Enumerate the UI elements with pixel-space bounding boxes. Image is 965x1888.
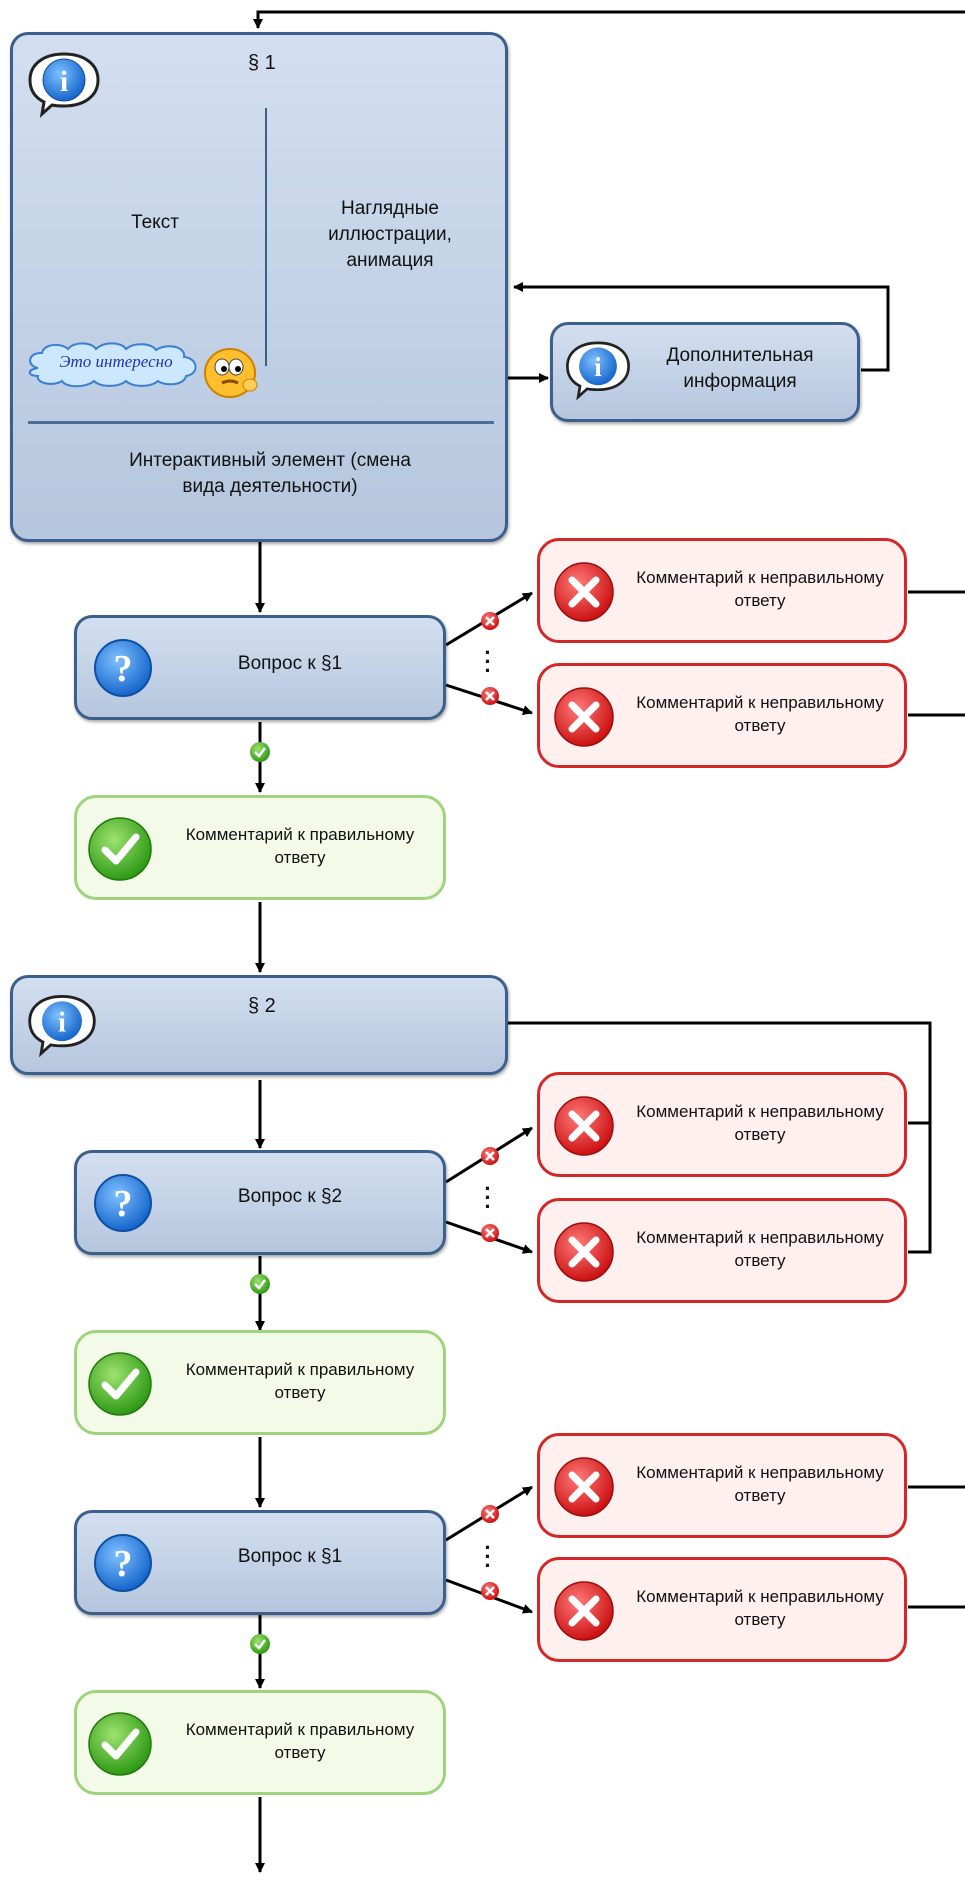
ellipsis-dots: ··· — [484, 640, 492, 683]
correct-mark-icon — [250, 742, 270, 762]
wrong-comment-label: Комментарий к неправильному ответу — [636, 568, 884, 610]
wrong-comment-label: Комментарий к неправильному ответу — [636, 693, 884, 735]
checkmark-icon — [88, 1712, 152, 1776]
wrong-comment-label: Комментарий к неправильному ответу — [636, 1102, 884, 1144]
section2-title: § 2 — [248, 995, 276, 1017]
wrong-mark-icon — [481, 687, 499, 705]
wrong-mark-icon — [481, 1147, 499, 1165]
question-label: Вопрос к §2 — [237, 1186, 343, 1207]
wrong-mark-icon — [481, 1582, 499, 1600]
wrong-comment-label: Комментарий к неправильному ответу — [636, 1587, 884, 1629]
section1-interactive-label: Интерактивный элемент (смена вида деятел… — [129, 450, 411, 497]
svg-text:i: i — [60, 65, 68, 98]
svg-text:i: i — [594, 352, 602, 382]
error-x-icon — [554, 1457, 614, 1517]
section1-text-label: Текст — [131, 212, 179, 233]
wrong-mark-icon — [481, 1505, 499, 1523]
additional-info-box[interactable] — [550, 322, 860, 422]
wrong-mark-icon — [481, 1224, 499, 1242]
error-x-icon — [554, 687, 614, 747]
checkmark-icon — [88, 1352, 152, 1416]
wrong-comment-label: Комментарий к неправильному ответу — [636, 1463, 884, 1505]
interesting-text[interactable]: Это интересно — [59, 352, 173, 371]
question-label: Вопрос к §1 — [237, 653, 343, 674]
info-bubble-icon: i — [28, 995, 96, 1058]
error-x-icon — [554, 1581, 614, 1641]
question-icon: ? — [94, 1534, 152, 1592]
svg-text:?: ? — [114, 648, 133, 690]
ellipsis-dots: ··· — [484, 1176, 492, 1219]
section1-title: § 1 — [248, 52, 276, 74]
info-bubble-icon: i — [28, 52, 100, 118]
question-icon: ? — [94, 639, 152, 697]
section1-illustrations-label: Наглядные иллюстрации, анимация — [328, 198, 452, 271]
correct-comment-label: Комментарий к правильному ответу — [185, 825, 415, 867]
error-x-icon — [554, 562, 614, 622]
question-icon: ? — [94, 1174, 152, 1232]
wrong-comment-label: Комментарий к неправильному ответу — [636, 1228, 884, 1270]
thinking-smiley-icon — [204, 348, 258, 398]
correct-mark-icon — [250, 1634, 270, 1654]
info-bubble-icon: i — [566, 341, 630, 401]
wrong-mark-icon — [481, 612, 499, 630]
correct-comment-label: Комментарий к правильному ответу — [185, 1360, 415, 1402]
interesting-cloud[interactable] — [24, 340, 204, 388]
error-x-icon — [554, 1096, 614, 1156]
svg-text:?: ? — [114, 1543, 133, 1585]
section1-horizontal-divider — [28, 421, 494, 424]
error-x-icon — [554, 1222, 614, 1282]
additional-info-label: Дополнительная информация — [666, 345, 814, 392]
svg-text:i: i — [58, 1008, 66, 1039]
section1-panel — [10, 32, 508, 542]
correct-comment-label: Комментарий к правильному ответу — [185, 1720, 415, 1762]
checkmark-icon — [88, 817, 152, 881]
ellipsis-dots: ··· — [484, 1535, 492, 1578]
section1-vertical-divider — [265, 108, 267, 366]
question-label: Вопрос к §1 — [237, 1546, 343, 1567]
svg-text:?: ? — [114, 1183, 133, 1225]
correct-mark-icon — [250, 1274, 270, 1294]
